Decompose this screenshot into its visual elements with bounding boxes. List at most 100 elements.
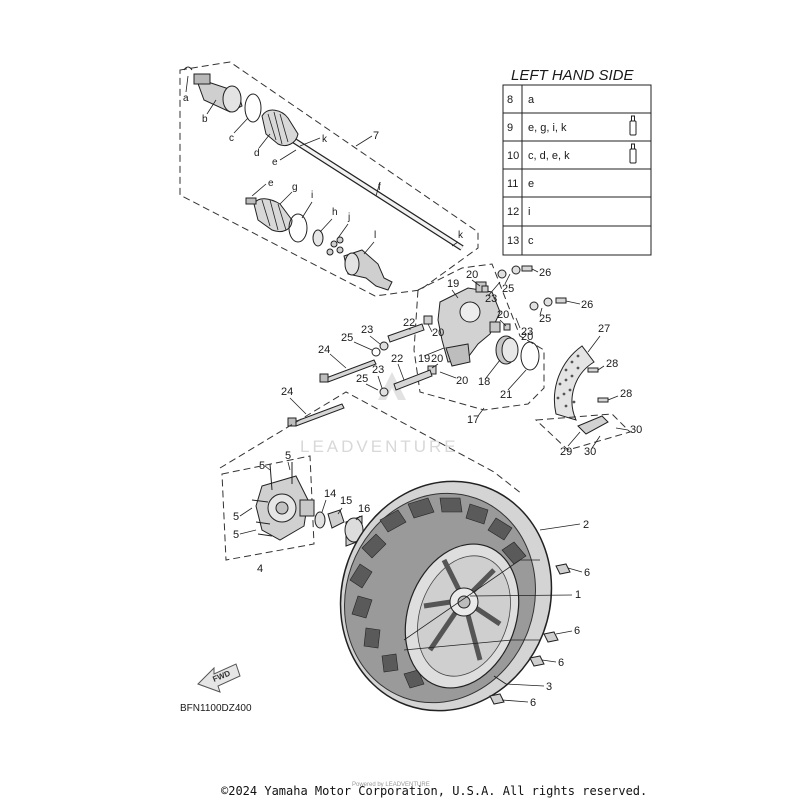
bearing-balls-j <box>326 236 344 256</box>
svg-text:25: 25 <box>356 373 368 385</box>
disc-bolt-28 <box>597 397 609 403</box>
svg-text:18: 18 <box>478 376 490 388</box>
svg-text:23: 23 <box>361 324 373 336</box>
svg-text:21: 21 <box>500 389 512 401</box>
drive-shaft <box>288 135 464 251</box>
wheel-bearing <box>495 335 519 365</box>
wheel-hub <box>255 475 315 541</box>
svg-text:b: b <box>202 114 208 125</box>
ring-i <box>288 213 308 243</box>
circlip-a <box>183 66 193 71</box>
svg-text:h: h <box>332 207 338 218</box>
legend-row-codes: c, d, e, k <box>528 150 570 162</box>
nut-15 <box>327 509 345 529</box>
svg-text:27: 27 <box>598 323 610 335</box>
svg-text:16: 16 <box>358 503 370 515</box>
svg-text:e: e <box>268 178 274 189</box>
svg-text:k: k <box>458 230 464 241</box>
svg-text:2: 2 <box>583 519 589 531</box>
hub-studs <box>251 462 293 537</box>
svg-text:d: d <box>254 148 260 159</box>
disc-callouts: 27 28 28 29 30 30 <box>560 323 642 458</box>
svg-text:23: 23 <box>372 364 384 376</box>
svg-text:22: 22 <box>391 353 403 365</box>
collars <box>371 265 553 397</box>
disc-group-outline <box>534 413 631 451</box>
brake-disc <box>553 345 595 421</box>
legend-row-codes: e, g, i, k <box>528 122 567 134</box>
svg-text:14: 14 <box>324 488 336 500</box>
hub-group-outline <box>221 455 315 561</box>
svg-text:20: 20 <box>431 353 443 365</box>
bolt-26 <box>521 265 567 304</box>
svg-text:f: f <box>378 182 381 193</box>
legend-row-codes: c <box>528 235 534 247</box>
svg-text:i: i <box>311 190 313 201</box>
svg-text:3: 3 <box>546 681 552 693</box>
hub-callouts: 5 5 5 5 4 14 15 16 <box>233 450 370 575</box>
svg-text:20: 20 <box>432 327 444 339</box>
valve-3 <box>493 675 507 685</box>
svg-text:c: c <box>229 133 234 144</box>
bracket-29 <box>577 415 609 435</box>
legend-row-codes: a <box>528 94 535 106</box>
svg-text:5: 5 <box>259 460 265 472</box>
washer-h <box>312 229 324 247</box>
inner-cv-joint <box>343 249 393 291</box>
watermark-text: LEADVENTURE <box>300 437 459 456</box>
svg-text:25: 25 <box>341 332 353 344</box>
svg-text:30: 30 <box>630 424 642 436</box>
callout-7: 7 <box>355 130 379 147</box>
svg-text:26: 26 <box>581 299 593 311</box>
svg-text:6: 6 <box>558 657 564 669</box>
svg-text:30: 30 <box>584 446 596 458</box>
svg-text:5: 5 <box>233 511 239 523</box>
svg-text:24: 24 <box>281 386 293 398</box>
svg-text:15: 15 <box>340 495 352 507</box>
svg-text:23: 23 <box>485 293 497 305</box>
svg-text:25: 25 <box>539 313 551 325</box>
svg-text:a: a <box>183 93 189 104</box>
legend-row-num: 11 <box>507 178 518 190</box>
svg-text:g: g <box>292 182 298 193</box>
svg-text:26: 26 <box>539 267 551 279</box>
small-print: Powered by LEADVENTURE <box>352 782 430 788</box>
svg-text:19: 19 <box>447 278 459 290</box>
legend-row-num: 12 <box>507 206 519 218</box>
svg-text:19: 19 <box>418 353 430 365</box>
svg-text:7: 7 <box>373 130 379 142</box>
legend-table: LEFT HAND SIDE 8 a 9 e, g, i, k 10 c, d,… <box>502 67 652 256</box>
svg-text:20: 20 <box>456 375 468 387</box>
svg-text:28: 28 <box>620 388 632 400</box>
legend-row-codes: i <box>528 206 530 218</box>
boot-outer <box>261 109 299 147</box>
svg-text:4: 4 <box>257 563 263 575</box>
spacer-22 <box>387 323 433 391</box>
svg-text:k: k <box>322 134 328 145</box>
knuckle-group-outline <box>413 263 545 411</box>
svg-text:5: 5 <box>233 529 239 541</box>
legend-row-num: 9 <box>507 122 513 134</box>
svg-text:5: 5 <box>285 450 291 462</box>
drive-shaft-group-outline <box>179 61 479 297</box>
svg-text:22: 22 <box>403 317 415 329</box>
legend-row-num: 8 <box>507 94 513 106</box>
legend-title: LEFT HAND SIDE <box>511 67 635 84</box>
disc-bolt-28 <box>587 367 599 373</box>
forward-arrow-icon: FWD <box>197 663 241 693</box>
svg-text:20: 20 <box>466 269 478 281</box>
legend-row-codes: e <box>528 178 534 190</box>
legend-row-num: 10 <box>507 150 519 162</box>
knuckle-callouts: 26 25 20 23 19 26 25 23 20 22 20 23 25 2… <box>281 267 593 426</box>
svg-text:24: 24 <box>318 344 330 356</box>
svg-text:6: 6 <box>574 625 580 637</box>
boot-inner <box>245 197 293 233</box>
wheel-callouts: 2 1 6 6 6 3 6 <box>403 519 590 709</box>
svg-text:29: 29 <box>560 446 572 458</box>
legend-row-num: 13 <box>507 235 519 247</box>
outer-cv-joint <box>193 73 243 113</box>
svg-text:28: 28 <box>606 358 618 370</box>
wheel-nuts-6 <box>489 563 571 705</box>
svg-text:20: 20 <box>497 309 509 321</box>
